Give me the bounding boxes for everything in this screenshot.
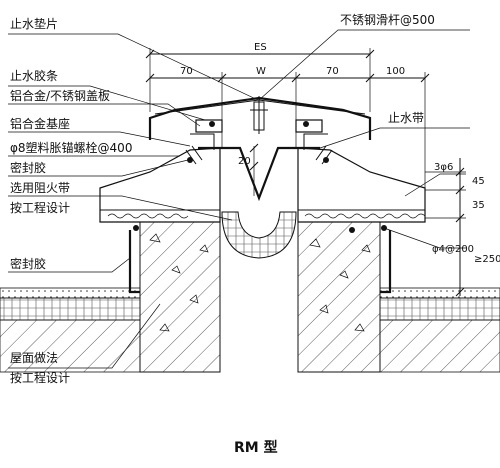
top-dimensions xyxy=(145,48,430,196)
label-roof-method: 屋面做法 xyxy=(10,350,58,365)
left-slope-cap xyxy=(99,147,221,223)
label-waterstop-strip: 止水胶条 xyxy=(10,68,58,83)
label-sealant-upper: 密封胶 xyxy=(10,160,46,175)
label-waterstop-band: 止水带 xyxy=(388,111,424,125)
left-concrete-wall xyxy=(139,221,221,373)
label-waterstop-gasket: 止水垫片 xyxy=(10,16,58,31)
dim-right-70: 70 xyxy=(326,66,339,77)
base-and-cover xyxy=(148,96,372,150)
anchor-bolts xyxy=(133,145,387,233)
right-dimensions xyxy=(425,158,466,297)
label-fire-barrier-note: 按工程设计 xyxy=(10,200,70,215)
fire-barrier xyxy=(221,211,297,259)
right-concrete-wall xyxy=(297,221,381,373)
dim-3phi6: 3φ6 xyxy=(434,162,453,173)
label-sealant-lower: 密封胶 xyxy=(10,256,46,271)
dim-w: W xyxy=(256,66,266,77)
leader-lines xyxy=(8,29,470,369)
dim-35: 35 xyxy=(472,200,485,211)
dim-45: 45 xyxy=(472,176,485,187)
waterstop-v xyxy=(198,146,320,202)
dim-es: ES xyxy=(254,42,267,53)
dim-20: 20 xyxy=(238,156,251,167)
label-cover-plate: 铝合金/不锈钢盖板 xyxy=(10,88,110,103)
label-aluminium-base: 铝合金基座 xyxy=(10,116,70,131)
diagram-caption: RM 型 xyxy=(234,439,278,456)
right-roof-layers xyxy=(379,230,500,373)
label-roof-method-note: 按工程设计 xyxy=(10,370,70,385)
label-anchor-bolt: φ8塑料胀锚螺栓@400 xyxy=(10,140,132,155)
label-fire-barrier: 选用阻火带 xyxy=(10,181,70,195)
dim-phi4: φ4@200 xyxy=(432,244,474,255)
dim-100: 100 xyxy=(386,66,405,77)
dim-left-70: 70 xyxy=(180,66,193,77)
dim-ge250: ≥250 xyxy=(474,254,500,265)
left-roof-layers xyxy=(0,230,141,373)
label-slide-bar: 不锈钢滑杆@500 xyxy=(340,13,435,27)
